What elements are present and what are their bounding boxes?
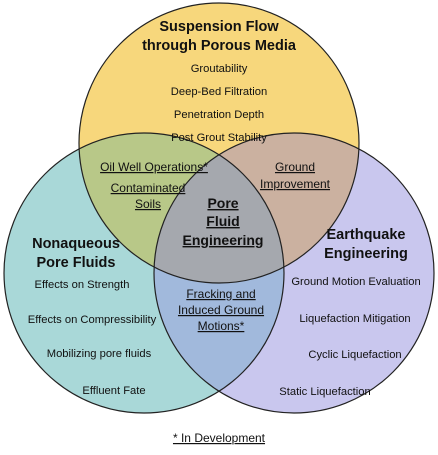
right-title-line-1: Earthquake <box>327 227 406 243</box>
right-item-liquefaction-mitigation: Liquefaction Mitigation <box>299 313 410 325</box>
right-title-line-2: Engineering <box>324 246 408 262</box>
right-item-static-liquefaction: Static Liquefaction <box>279 386 370 398</box>
overlap-left-right-line-3: Motions* <box>198 319 245 333</box>
center-label-line-3: Engineering <box>183 232 264 248</box>
overlap-top-right-line-1: Ground <box>275 160 315 174</box>
top-item-deep-bed-filtration: Deep-Bed Filtration <box>171 86 267 98</box>
top-item-groutability: Groutability <box>191 63 248 75</box>
right-item-cyclic-liquefaction: Cyclic Liquefaction <box>308 349 401 361</box>
top-title-line-1: Suspension Flow <box>159 19 279 35</box>
overlap-top-left-line-1: Oil Well Operations* <box>100 160 208 174</box>
right-item-ground-motion-evaluation: Ground Motion Evaluation <box>291 276 420 288</box>
left-title-line-2: Pore Fluids <box>37 255 116 271</box>
top-title-line-2: through Porous Media <box>142 38 297 54</box>
footnote: * In Development <box>173 431 266 445</box>
overlap-center-region <box>154 133 284 283</box>
overlap-left-right-line-2: Induced Ground <box>178 303 264 317</box>
circle-outline-left <box>3 132 285 414</box>
overlap-left-right-line-1: Fracking and <box>186 287 255 301</box>
center-label-line-2: Fluid <box>206 213 239 229</box>
center-label-line-1: Pore <box>207 195 238 211</box>
overlap-top-right-line-2: Improvement <box>260 177 331 191</box>
left-item-mobilizing-pore-fluids: Mobilizing pore fluids <box>47 348 152 360</box>
left-item-effects-on-strength: Effects on Strength <box>35 279 130 291</box>
circle-outline-top <box>78 2 360 284</box>
overlap-top-left-line-2: Contaminated <box>111 181 186 195</box>
top-item-penetration-depth: Penetration Depth <box>174 109 264 121</box>
left-item-effects-on-compressibility: Effects on Compressibility <box>28 314 157 326</box>
top-item-post-grout-stability: Post Grout Stability <box>171 132 267 144</box>
left-item-effluent-fate: Effluent Fate <box>82 385 145 397</box>
circle-outline-right <box>153 132 435 414</box>
left-title-line-1: Nonaqueous <box>32 236 120 252</box>
overlap-top-left-line-3: Soils <box>135 197 161 211</box>
